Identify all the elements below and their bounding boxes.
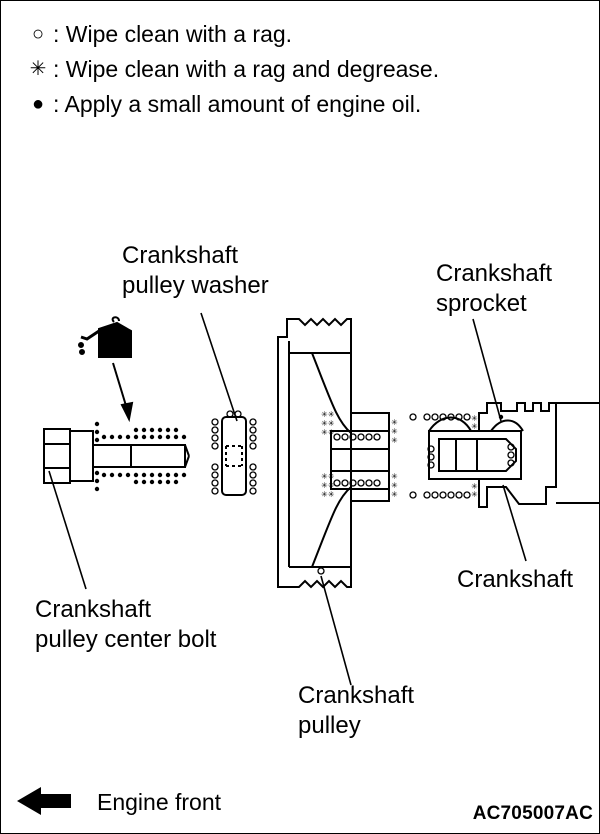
label-sprocket: Crankshaft sprocket xyxy=(436,259,552,319)
label-bolt: Crankshaft pulley center bolt xyxy=(35,595,216,655)
svg-text:✳✳: ✳✳ xyxy=(321,472,335,481)
center-bolt-drawing xyxy=(43,428,190,590)
washer-wipe-circles xyxy=(211,410,257,495)
svg-text:✳: ✳ xyxy=(391,481,398,490)
crankshaft-wipe-circles xyxy=(409,413,515,499)
svg-text:✳: ✳ xyxy=(471,482,478,491)
label-sprocket-line2: sprocket xyxy=(436,290,527,317)
legend-oil: ● : Apply a small amount of engine oil. xyxy=(27,91,421,117)
figure-code: AC705007AC xyxy=(472,803,593,824)
label-washer-line1: Crankshaft xyxy=(122,242,239,269)
legend-wipe: ○ : Wipe clean with a rag. xyxy=(27,21,292,47)
pulley-asterisks: ✳✳✳✳✳✳ ✳✳✳✳✳✳ ✳✳✳ ✳✳✳ xyxy=(321,410,398,499)
pulley-drawing xyxy=(277,317,390,686)
label-crankshaft: Crankshaft xyxy=(457,566,574,593)
oil-can-icon xyxy=(78,316,132,358)
label-washer: Crankshaft pulley washer xyxy=(122,241,269,301)
crankshaft-drawing xyxy=(428,318,599,562)
pulley-wipe-circles xyxy=(317,433,381,575)
svg-text:✳: ✳ xyxy=(391,427,398,436)
washer-drawing xyxy=(200,312,247,496)
label-sprocket-line1: Crankshaft xyxy=(436,260,553,287)
svg-text:✳✳: ✳✳ xyxy=(321,410,335,419)
legend-degrease: ✳ : Wipe clean with a rag and degrease. xyxy=(27,56,440,82)
svg-text:✳✳: ✳✳ xyxy=(321,490,335,499)
svg-text:✳: ✳ xyxy=(391,490,398,499)
left-arrow-icon xyxy=(17,787,71,815)
label-pulley-line2: pulley xyxy=(298,712,361,739)
label-pulley-line1: Crankshaft xyxy=(298,682,415,709)
engine-front-label: Engine front xyxy=(97,789,222,815)
svg-text:✳: ✳ xyxy=(471,422,478,431)
svg-text:✳: ✳ xyxy=(471,490,478,499)
legend-oil-text: : Apply a small amount of engine oil. xyxy=(53,91,422,117)
legend-wipe-text: : Wipe clean with a rag. xyxy=(53,21,293,47)
svg-text:✳✳: ✳✳ xyxy=(321,428,335,437)
label-bolt-line1: Crankshaft xyxy=(35,596,152,623)
label-pulley: Crankshaft pulley xyxy=(298,681,414,741)
crankshaft-asterisks: ✳✳ ✳✳ xyxy=(471,414,478,499)
svg-text:✳✳: ✳✳ xyxy=(321,419,335,428)
legend-degrease-text: : Wipe clean with a rag and degrease. xyxy=(53,56,440,82)
label-bolt-line2: pulley center bolt xyxy=(35,626,217,653)
filled-dot-icon: ● xyxy=(31,93,45,115)
svg-text:✳: ✳ xyxy=(391,418,398,427)
label-washer-line2: pulley washer xyxy=(122,272,269,299)
asterisk-icon: ✳ xyxy=(29,58,47,80)
open-circle-icon: ○ xyxy=(31,23,45,45)
sprocket-oil-dots xyxy=(498,414,504,420)
svg-text:✳: ✳ xyxy=(391,472,398,481)
svg-text:✳✳: ✳✳ xyxy=(321,481,335,490)
svg-text:✳: ✳ xyxy=(391,436,398,445)
svg-text:✳: ✳ xyxy=(471,414,478,423)
bolt-oil-dots xyxy=(94,421,187,492)
